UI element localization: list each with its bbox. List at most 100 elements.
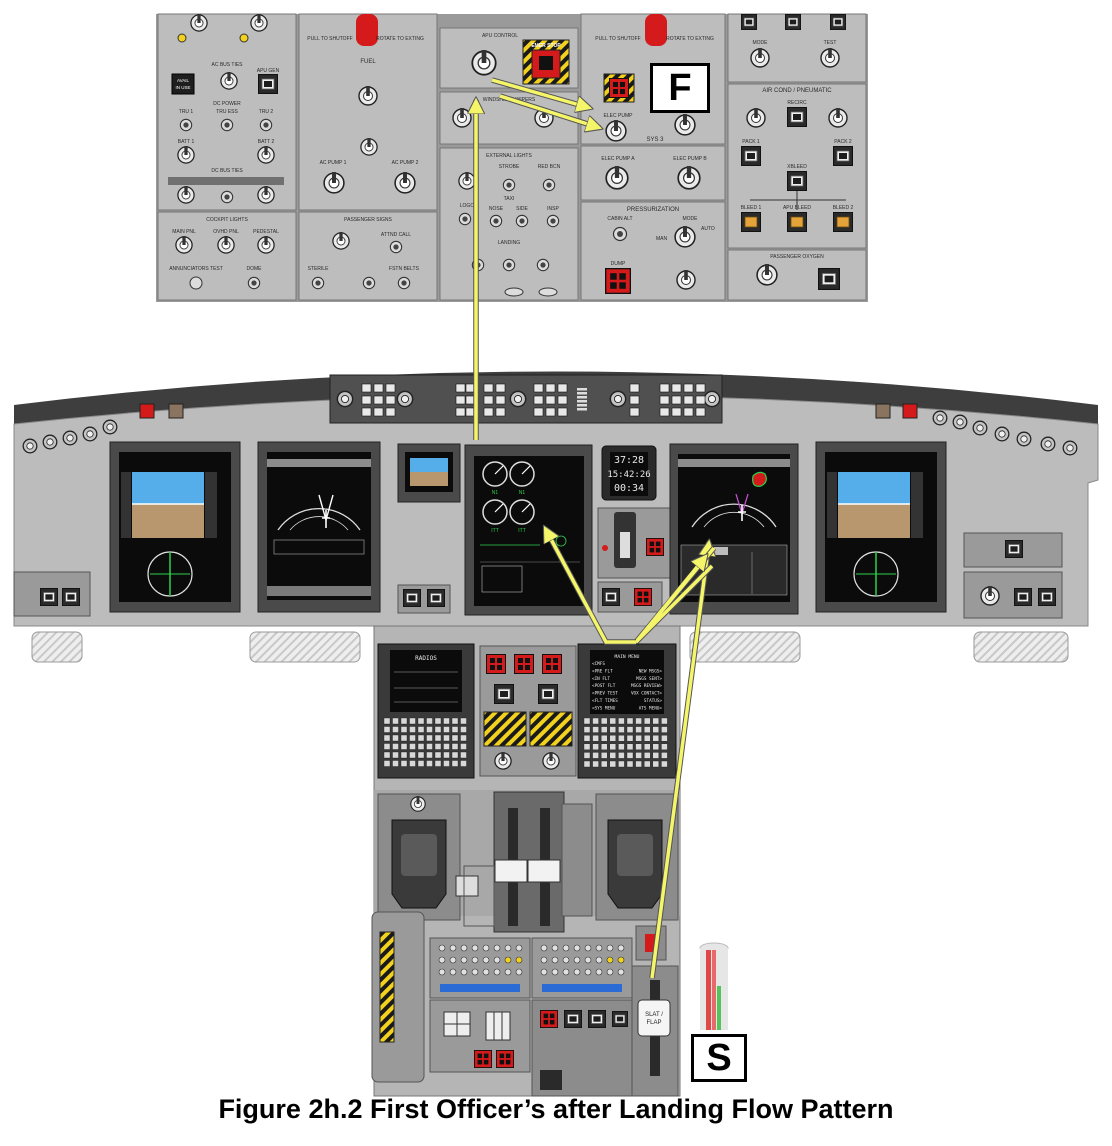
mcdu-key[interactable] [583,726,591,733]
mcdu-key[interactable] [443,734,450,742]
mcdu-key[interactable] [635,743,642,750]
radio-select-button[interactable] [460,956,468,964]
guidance-button[interactable] [373,395,384,405]
mcdu-line-left[interactable]: <POST FLT [592,683,616,689]
mcdu-key[interactable] [460,743,467,750]
mcdu-key[interactable] [601,726,608,733]
landing-light-selector[interactable] [504,287,524,297]
radio-select-button[interactable] [493,956,501,964]
mcdu-key[interactable] [618,743,625,750]
radio-select-button[interactable] [482,944,490,952]
guidance-button[interactable] [455,395,466,405]
radio-select-button[interactable] [504,956,512,964]
mcdu-key[interactable] [443,717,450,725]
dome-toggle[interactable] [247,276,261,290]
guidance-knob[interactable] [609,390,627,408]
tru-ess-toggle[interactable] [220,118,234,132]
guidance-button[interactable] [659,395,670,405]
radio-select-button[interactable] [562,956,570,964]
mcdu-line-right[interactable]: NEW MSGS> [639,668,663,674]
radio-select-button[interactable] [493,968,501,976]
panel-fire-button[interactable] [540,1010,558,1028]
mcdu-key[interactable] [443,743,450,750]
mcdu-key[interactable] [635,726,642,733]
panel-fire-button[interactable] [634,588,652,606]
guidance-knob[interactable] [336,390,354,408]
temp-knob[interactable] [746,108,766,128]
guidance-button[interactable] [557,395,568,405]
mcdu-key[interactable] [601,735,608,742]
mcdu-key[interactable] [626,760,634,768]
mcdu-key[interactable] [383,734,391,742]
mcdu-key[interactable] [460,717,467,725]
mcdu-key[interactable] [460,751,467,759]
mcdu-key[interactable] [417,751,425,759]
guidance-button[interactable] [483,407,494,417]
apu-selector-knob[interactable] [471,50,497,76]
mcdu-key[interactable] [592,752,599,759]
guidance-button[interactable] [373,383,384,393]
mcdu-key[interactable] [661,743,668,750]
mcdu-key[interactable] [609,752,616,759]
guidance-knob[interactable] [396,390,414,408]
thrust-lever-left[interactable] [494,859,528,883]
guidance-button[interactable] [695,383,706,393]
guidance-button[interactable] [533,407,544,417]
radio-select-button[interactable] [595,956,603,964]
radio-select-button[interactable] [504,968,512,976]
radio-select-button[interactable] [460,944,468,952]
master-caution-button[interactable] [168,403,184,419]
radio-select-button[interactable] [460,968,468,976]
mcdu-key[interactable] [626,726,634,733]
mcdu-line-left[interactable]: <IN FLT [592,676,611,682]
panel-button[interactable] [1005,540,1023,558]
mcdu-key[interactable] [451,717,459,725]
guidance-button[interactable] [671,383,682,393]
mcdu-key[interactable] [644,726,651,733]
sterile-toggle[interactable] [311,276,325,290]
side-knob[interactable] [952,414,968,430]
mcdu-key[interactable] [434,743,442,750]
tru2-toggle[interactable] [259,118,273,132]
mcdu-key[interactable] [434,760,442,767]
cabin-rate-knob[interactable] [676,270,696,290]
radio-select-button[interactable] [573,944,581,952]
radio-select-button[interactable] [606,944,614,952]
guidance-button[interactable] [495,407,506,417]
dc-pump-knob[interactable] [360,138,378,156]
taxi-nose-toggle[interactable] [489,214,503,228]
guidance-button[interactable] [659,407,670,417]
mcdu-line-left[interactable]: <SYS MENU [592,705,616,711]
mcdu-key[interactable] [652,752,659,759]
mcdu-key[interactable] [426,726,433,733]
pedestal-knob[interactable] [542,752,560,770]
bleed2-button[interactable] [833,212,853,232]
guidance-button[interactable] [545,395,556,405]
side-panel-knob[interactable] [980,586,1000,606]
bus-selector-knob[interactable] [250,14,268,32]
panel-button[interactable] [62,588,80,606]
radio-select-button[interactable] [438,968,446,976]
overhead-button[interactable] [785,14,801,30]
mcdu-key[interactable] [618,717,625,725]
mcdu-key[interactable] [626,743,634,750]
mcdu-line-right[interactable]: VOX CONTACT> [631,691,662,697]
ac-bus-tie-knob[interactable] [220,72,238,90]
panel-button[interactable] [564,1010,582,1028]
mcdu-line-right[interactable]: STATUS> [644,698,663,704]
pedestal-knob[interactable] [494,752,512,770]
mcdu-key[interactable] [383,717,391,725]
mcdu-key[interactable] [383,760,391,767]
panel-button[interactable] [588,1010,606,1028]
radio-select-button[interactable] [449,944,457,952]
radio-select-button[interactable] [471,956,479,964]
mcdu-key[interactable] [451,760,459,767]
panel-fire-button[interactable] [496,1050,514,1068]
guidance-button[interactable] [557,383,568,393]
guidance-button[interactable] [695,395,706,405]
main-pnl-knob[interactable] [175,236,193,254]
guidance-button[interactable] [683,383,694,393]
bleed1-button[interactable] [741,212,761,232]
mcdu-line-left[interactable]: <PRE FLT [592,668,613,674]
radio-select-button[interactable] [449,968,457,976]
